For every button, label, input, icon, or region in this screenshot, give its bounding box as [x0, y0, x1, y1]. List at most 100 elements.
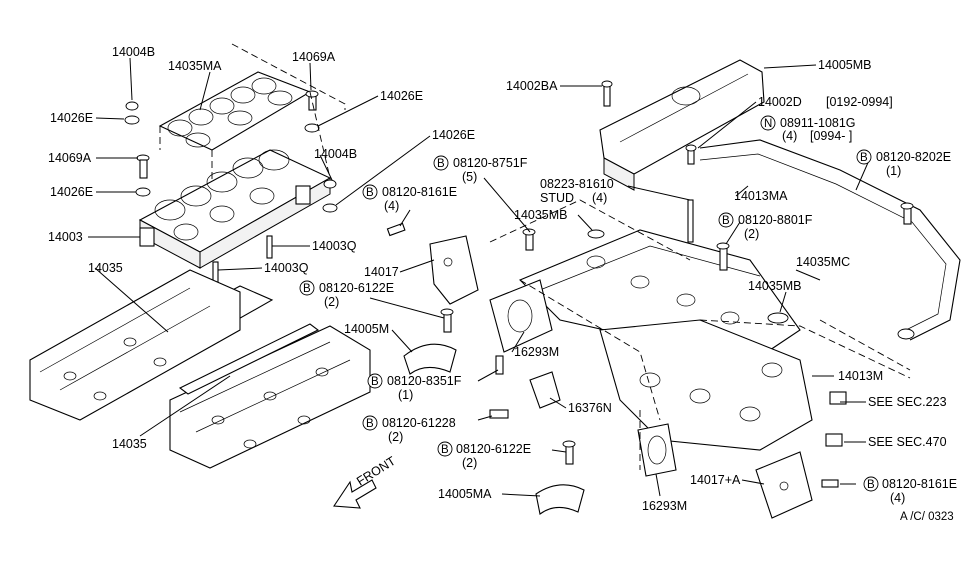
label-14035-b: 14035	[112, 437, 147, 451]
label-08223: 08223-81610	[540, 177, 614, 191]
heat-shield-14005ma	[535, 484, 585, 515]
label-stud-qty: (4)	[592, 191, 607, 205]
bolt-mark-icon: B	[362, 184, 378, 200]
gasket-14035mb-b	[767, 312, 789, 324]
label-14017: 14017	[364, 265, 399, 279]
svg-text:B: B	[303, 283, 311, 295]
bracket-16376n	[529, 371, 561, 409]
bolt-08120-8161e-a	[386, 222, 406, 237]
bolt-mark-icon: B	[367, 373, 383, 389]
bolt-08120-6122e-a	[440, 308, 454, 333]
bolt-mark-icon: B	[433, 155, 449, 171]
label-14003: 14003	[48, 230, 83, 244]
cover-14005mb	[599, 59, 765, 191]
bolt-mark-icon: B	[362, 415, 378, 431]
label-08120-8161e-a: 08120-8161E	[382, 185, 457, 199]
label-08911-range: [0994- ]	[810, 129, 852, 143]
washer-14004b-a	[124, 101, 140, 125]
label-14013m: 14013M	[838, 369, 883, 383]
part-labels: 14004B 14035MA 14069A 14026E 14026E 1402…	[48, 45, 957, 523]
upper-gasket-14035ma	[158, 71, 312, 151]
label-14035-a: 14035	[88, 261, 123, 275]
label-08911-qty: (4)	[782, 129, 797, 143]
svg-text:B: B	[366, 418, 374, 430]
bolt-08120-8801f	[716, 242, 730, 271]
label-14026e-b: 14026E	[380, 89, 423, 103]
label-see-sec-470: SEE SEC.470	[868, 435, 947, 449]
svg-text:B: B	[371, 376, 379, 388]
label-stud: STUD	[540, 191, 574, 205]
adapter-14003	[138, 149, 332, 269]
label-14002d: 14002D	[758, 95, 802, 109]
label-08120-8161e-a-qty: (4)	[384, 199, 399, 213]
heat-shield-14005m	[403, 343, 457, 375]
label-08120-61228: 08120-61228	[382, 416, 456, 430]
label-14003q-a: 14003Q	[312, 239, 357, 253]
label-08120-6122e-b: 08120-6122E	[456, 442, 531, 456]
intake-manifold-14013m	[599, 319, 813, 451]
label-14004b-a: 14004B	[112, 45, 155, 59]
bolt-08120-6122e-b	[562, 440, 576, 465]
cylinder-head-front	[169, 325, 371, 469]
label-14002ba: 14002BA	[506, 79, 558, 93]
bracket-14017	[429, 235, 479, 305]
label-14026e-c: 14026E	[432, 128, 475, 142]
gasket-14035-b	[178, 323, 320, 395]
label-14035mc: 14035MC	[796, 255, 850, 269]
svg-text:N: N	[764, 118, 772, 130]
svg-text:B: B	[722, 215, 730, 227]
svg-text:B: B	[867, 479, 875, 491]
label-14017a: 14017+A	[690, 473, 741, 487]
diagram-code: A /C/ 0323	[900, 511, 954, 523]
svg-text:B: B	[437, 158, 445, 170]
bolt-14069a-b	[135, 154, 151, 197]
svg-text:B: B	[366, 187, 374, 199]
bolt-14002d	[685, 144, 697, 165]
bolt-14002ba	[601, 80, 613, 107]
label-08120-8751f: 08120-8751F	[453, 156, 528, 170]
label-08911: 08911-1081G	[780, 116, 856, 130]
egr-valve-parts	[825, 391, 847, 447]
label-08120-8161e-b-qty: (4)	[890, 491, 905, 505]
label-14026e-d: 14026E	[50, 185, 93, 199]
bolt-mark-icon: B	[718, 212, 734, 228]
label-08120-61228-qty: (2)	[388, 430, 403, 444]
label-08120-6122e-a: 08120-6122E	[319, 281, 394, 295]
svg-text:B: B	[441, 444, 449, 456]
label-14035mb-a: 14035MB	[514, 208, 568, 222]
label-14002d-range: [0192-0994]	[826, 95, 893, 109]
label-14005ma: 14005MA	[438, 487, 492, 501]
label-14003q-b: 14003Q	[264, 261, 309, 275]
bolt-mark-icon: B	[856, 149, 872, 165]
cylinder-head-rear	[29, 269, 241, 421]
label-08120-6122e-b-qty: (2)	[462, 456, 477, 470]
label-08120-8351f: 08120-8351F	[387, 374, 462, 388]
intake-collector-14013ma	[519, 229, 801, 351]
nut-mark-icon: N	[760, 115, 776, 131]
bolt-08120-61228	[489, 409, 509, 419]
bolt-14069a-a	[304, 90, 320, 133]
washer-14004b-b	[322, 179, 338, 213]
label-14035mb-b: 14035MB	[748, 279, 802, 293]
label-08120-8161e-b: 08120-8161E	[882, 477, 957, 491]
flange-gasket-16293m-b	[637, 423, 677, 477]
bolt-mark-icon: B	[437, 441, 453, 457]
label-08120-6122e-a-qty: (2)	[324, 295, 339, 309]
svg-text:B: B	[860, 152, 868, 164]
label-14026e-a: 14026E	[50, 111, 93, 125]
label-see-sec-223: SEE SEC.223	[868, 395, 947, 409]
label-08120-8351f-qty: (1)	[398, 388, 413, 402]
label-14069a-a: 14069A	[292, 50, 336, 64]
label-08120-8801f-qty: (2)	[744, 227, 759, 241]
label-08120-8801f: 08120-8801F	[738, 213, 813, 227]
label-08120-8202e-qty: (1)	[886, 164, 901, 178]
bolt-08120-8351f	[495, 355, 504, 375]
label-14069a-b: 14069A	[48, 151, 92, 165]
egr-tube	[699, 139, 961, 341]
bracket-14017a	[755, 451, 813, 519]
label-14035ma: 14035MA	[168, 59, 222, 73]
throttle-adapter-16293m-a	[489, 279, 553, 353]
label-14013ma: 14013MA	[734, 189, 788, 203]
bolt-08120-8161e-b	[821, 479, 839, 488]
front-arrow-icon: FRONT	[333, 454, 398, 509]
